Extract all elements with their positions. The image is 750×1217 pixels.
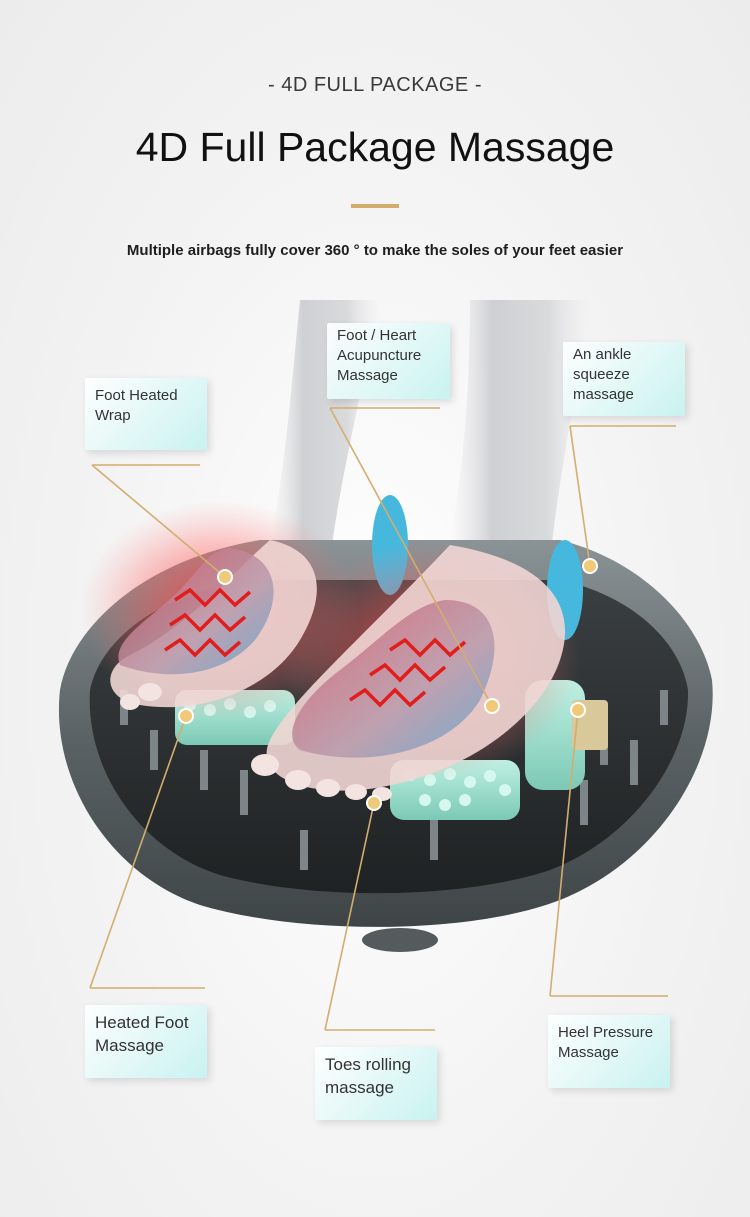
right-leg bbox=[450, 300, 590, 560]
page-title: 4D Full Package Massage bbox=[135, 124, 615, 170]
right-sole-wrap bbox=[292, 600, 495, 758]
left-sole-wrap bbox=[118, 548, 274, 675]
callout-heated-foot-massage: Heated Foot Massage bbox=[85, 1005, 207, 1078]
callout-foot-heated-wrap: Foot Heated Wrap bbox=[85, 378, 207, 450]
callout-foot-heart-acupuncture: Foot / Heart Acupuncture Massage bbox=[327, 323, 450, 399]
section-eyebrow: - 4D FULL PACKAGE - bbox=[268, 74, 482, 96]
leader-lines bbox=[89, 407, 676, 1031]
callout-toes-rolling: Toes rolling massage bbox=[315, 1047, 437, 1120]
page-subtitle: Multiple airbags fully cover 360 ° to ma… bbox=[126, 242, 624, 259]
massager-foot bbox=[362, 928, 438, 952]
callout-heel-pressure: Heel Pressure Massage bbox=[548, 1015, 670, 1088]
heat-zigzags bbox=[164, 587, 467, 708]
leader-dots bbox=[178, 558, 598, 811]
callout-ankle-squeeze: An ankle squeeze massage bbox=[563, 342, 685, 416]
title-divider bbox=[351, 204, 399, 208]
